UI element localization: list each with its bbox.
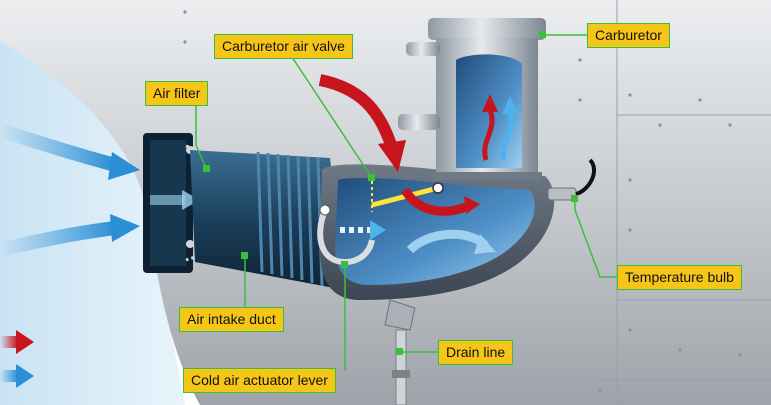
carburetor-air-valve-label: Carburetor air valve (214, 34, 353, 59)
leader-dots (203, 31, 578, 355)
outside-air-area (0, 40, 185, 405)
incoming-airflow-arrows (0, 123, 140, 257)
drain-line-part (384, 299, 416, 405)
blue-arrow-icon (0, 364, 34, 388)
carburetor-part (398, 18, 546, 180)
leader-lines (195, 34, 617, 371)
cowling-rivets (183, 10, 742, 392)
air-intake-duct-part (190, 150, 345, 290)
air-filter-label: Air filter (145, 81, 209, 106)
temperature-bulb-part (547, 158, 596, 201)
drain-line-label: Drain line (438, 340, 514, 365)
cold-air-actuator-lever-label: Cold air actuator lever (183, 368, 336, 393)
red-arrow-icon (0, 330, 34, 354)
cowling-panel-seams (600, 0, 771, 405)
air-filter-part (143, 133, 239, 273)
hot-air-arrows (318, 74, 480, 216)
temperature-bulb-label: Temperature bulb (617, 265, 742, 290)
carburetor-label: Carburetor (587, 23, 670, 48)
air-intake-duct-label: Air intake duct (179, 307, 284, 332)
legend (0, 330, 34, 388)
carburetor-air-box (320, 164, 555, 300)
